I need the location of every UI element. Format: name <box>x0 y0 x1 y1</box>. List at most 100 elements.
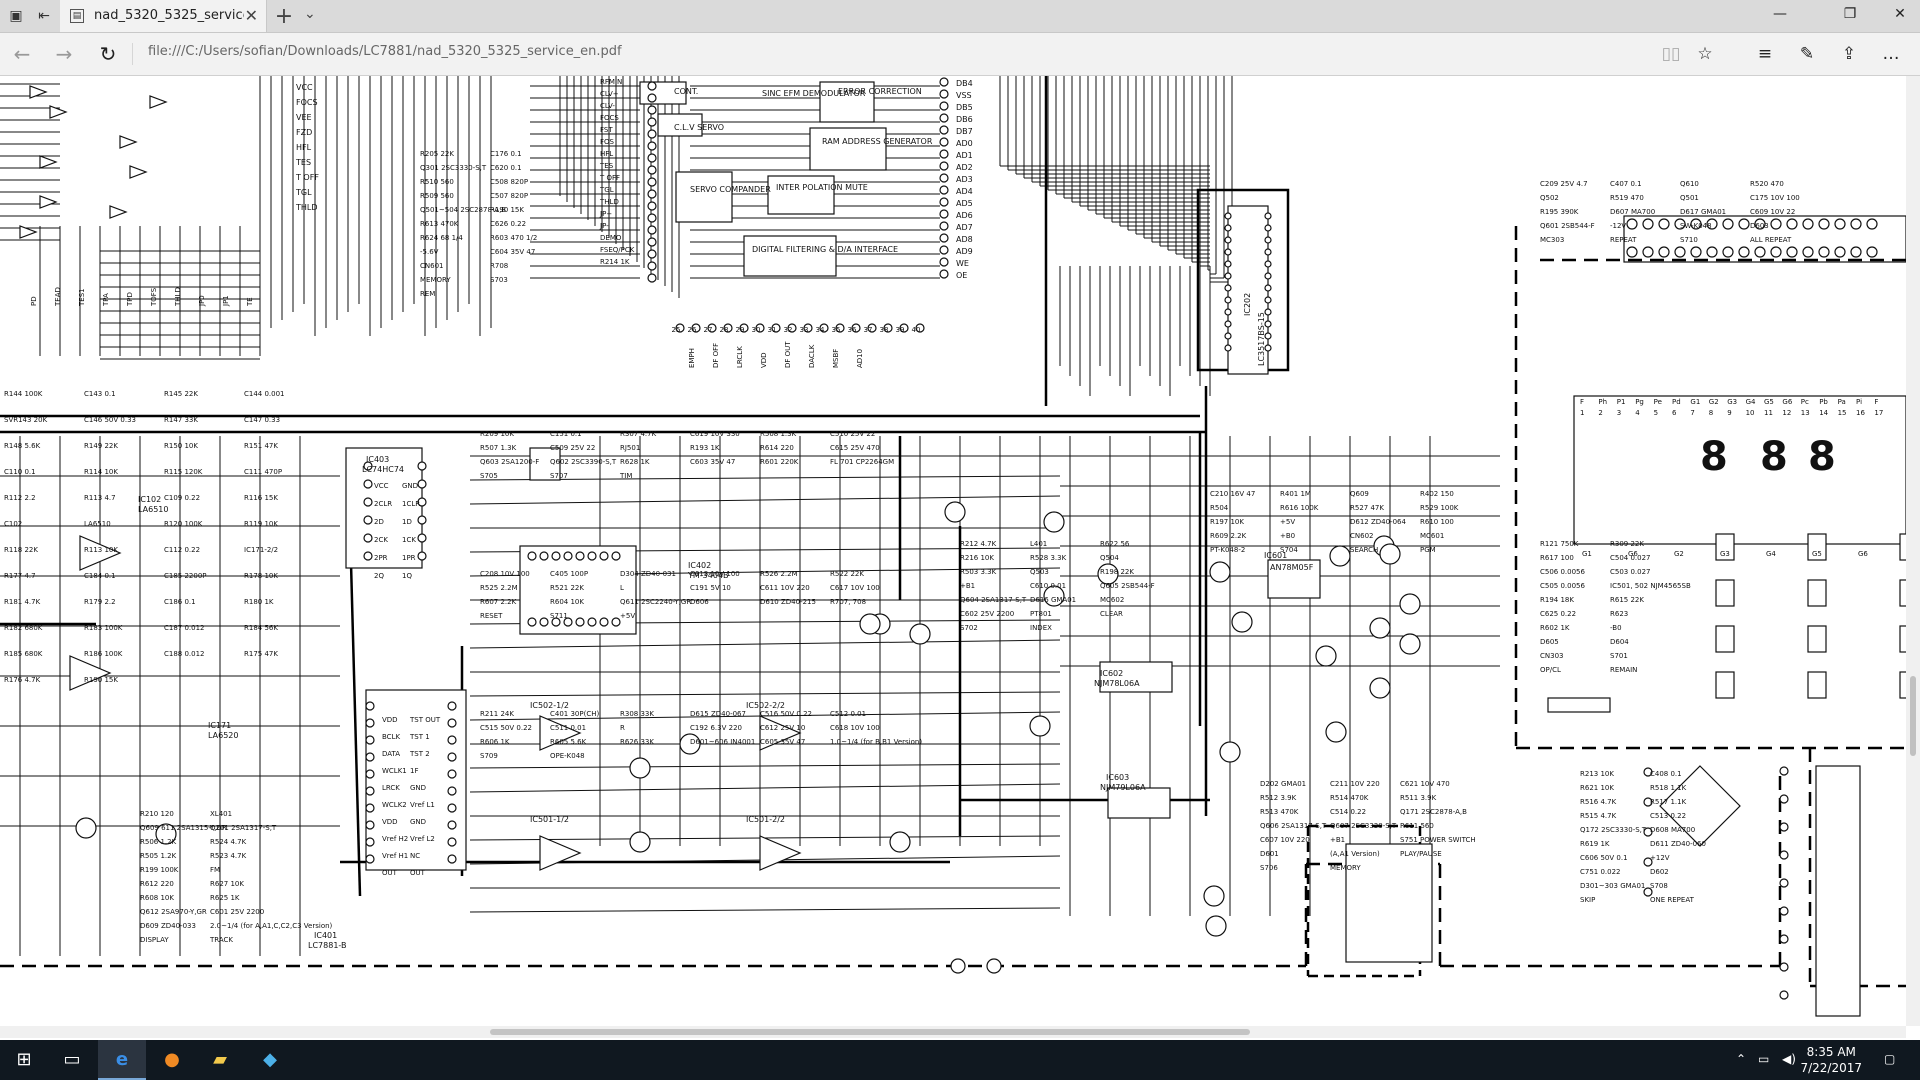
schematic-label: +B1 <box>1330 836 1345 844</box>
schematic-label: 4 <box>1635 409 1640 417</box>
schematic-label: REMAIN <box>1610 666 1637 674</box>
schematic-label: AD5 <box>956 199 973 208</box>
schematic-label: C751 0.022 <box>1580 868 1621 876</box>
schematic-label: R177 4.7 <box>4 572 36 580</box>
schematic-label: DF OFF <box>712 343 720 368</box>
share-icon[interactable]: ⇪ <box>1841 44 1857 64</box>
schematic-label: 2CLR <box>374 500 392 508</box>
schematic-label: Pd <box>1672 398 1681 406</box>
forward-button[interactable]: → <box>55 42 73 66</box>
schematic-label: 1CK <box>402 536 416 544</box>
schematic-label: G6 <box>1858 550 1868 558</box>
web-note-icon[interactable]: ✎ <box>1799 44 1815 64</box>
schematic-label: AD0 <box>956 139 973 148</box>
schematic-label: -5.6V <box>420 248 439 256</box>
schematic-label: R178 10K <box>244 572 278 580</box>
schematic-label: S705 <box>480 472 498 480</box>
schematic-label: TOFS <box>150 287 158 307</box>
schematic-label: R186 100K <box>84 650 123 658</box>
more-icon[interactable]: … <box>1882 44 1900 64</box>
schematic-label: REPEAT <box>1610 236 1637 244</box>
schematic-label: WCLK1 <box>382 767 407 775</box>
set-tabs-aside-icon[interactable]: ⇤ <box>38 8 50 24</box>
schematic-label: C613 10V 100 <box>690 570 740 578</box>
windows-taskbar: ⊞ ▭ e ● ▰ ◆ ⌃ ▭ ◀) 8:35 AM 7/22/2017 ▢ <box>0 1040 1920 1080</box>
schematic-label: 1Q <box>402 572 412 580</box>
taskbar-clock[interactable]: 8:35 AM 7/22/2017 <box>1800 1044 1862 1076</box>
action-center-icon[interactable]: ▢ <box>1884 1052 1896 1066</box>
start-button[interactable]: ⊞ <box>16 1049 32 1070</box>
schematic-label: Q603 2SA1200-F <box>480 458 539 466</box>
schematic-label: Vref L1 <box>410 801 435 809</box>
schematic-label: JP0 <box>198 295 206 307</box>
schematic-label: C505 0.0056 <box>1540 582 1586 590</box>
file-explorer-taskbar-icon[interactable]: ▰ <box>213 1049 227 1070</box>
schematic-label: 8 <box>1760 434 1788 480</box>
schematic-label: R149 22K <box>84 442 118 450</box>
schematic-label: D601~606 IN4001 <box>690 738 755 746</box>
schematic-label: C516 50V 0.22 <box>760 710 812 718</box>
schematic-label: R527 47K <box>1350 504 1384 512</box>
schematic-label: 33 <box>800 326 809 334</box>
schematic-label: IC501-2/2 <box>746 815 785 824</box>
task-view-button[interactable]: ▭ <box>63 1049 81 1070</box>
schematic-label: Q604 2SA1317-S,T <box>960 596 1027 604</box>
horizontal-scrollbar[interactable] <box>0 1026 1906 1038</box>
schematic-label: DB5 <box>956 103 973 112</box>
firefox-taskbar-icon[interactable]: ● <box>164 1049 180 1070</box>
schematic-label: S701 <box>1610 652 1628 660</box>
schematic-label: R517 1.1K <box>1650 798 1687 806</box>
tab-list-chevron-icon[interactable]: ⌄ <box>304 6 316 22</box>
close-tab-button[interactable]: ✕ <box>244 6 258 25</box>
schematic-label: LA6510 <box>84 520 111 528</box>
app-taskbar-icon[interactable]: ◆ <box>263 1049 277 1070</box>
schematic-label: GND <box>402 482 418 490</box>
schematic-label: 25 <box>672 326 681 334</box>
schematic-label: R524 4.7K <box>210 838 247 846</box>
tab-pdf[interactable]: ▤ nad_5320_5325_service_ ✕ <box>60 0 267 32</box>
reading-view-icon[interactable]: ▯▯ <box>1661 44 1681 64</box>
schematic-label: C208 10V 100 <box>480 570 530 578</box>
schematic-label: CLV- <box>600 102 615 110</box>
schematic-label: S706 <box>1260 864 1278 872</box>
schematic-label: G4 <box>1766 550 1776 558</box>
schematic-label: R505 1.2K <box>140 852 177 860</box>
schematic-label: Q301 2SC3330-S,T <box>420 164 487 172</box>
minimize-button[interactable]: — <box>1773 6 1787 22</box>
tab-actions-icon[interactable]: ▣ <box>9 8 23 24</box>
volume-icon[interactable]: ◀) <box>1782 1052 1796 1066</box>
schematic-label: D301~303 GMA01 <box>1580 882 1645 890</box>
schematic-label: DIGITAL FILTERING & D/A INTERFACE <box>752 245 898 254</box>
schematic-label: C607 10V 220 <box>1260 836 1310 844</box>
schematic-label: HFL <box>600 150 613 158</box>
schematic-label: R622 56 <box>1100 540 1130 548</box>
refresh-button[interactable]: ↻ <box>99 42 117 66</box>
schematic-label: R522 22K <box>830 570 864 578</box>
network-icon[interactable]: ▭ <box>1758 1052 1770 1066</box>
schematic-label: C605 35V 47 <box>760 738 805 746</box>
schematic-label: CLEAR <box>1100 610 1123 618</box>
show-hidden-icons[interactable]: ⌃ <box>1736 1052 1747 1066</box>
horizontal-scroll-thumb[interactable] <box>490 1029 1250 1035</box>
restore-button[interactable]: ❐ <box>1843 6 1857 22</box>
schematic-label: +5V <box>620 612 635 620</box>
address-bar[interactable]: file:///C:/Users/sofian/Downloads/LC7881… <box>148 44 622 59</box>
schematic-label: R115 120K <box>164 468 203 476</box>
new-tab-button[interactable]: + <box>274 4 294 29</box>
vertical-scrollbar[interactable] <box>1906 76 1920 1026</box>
schematic-label: FSEQ/PCK <box>600 246 635 254</box>
schematic-label: AN78M05F <box>1270 563 1314 572</box>
schematic-label: AD4 <box>956 187 973 196</box>
schematic-label: Q171 2SC2878-A,B <box>1400 808 1467 816</box>
schematic-label: 6 <box>1672 409 1677 417</box>
close-window-button[interactable]: ✕ <box>1894 6 1906 22</box>
schematic-label: MEMORY <box>420 276 451 284</box>
schematic-label: C176 0.1 <box>490 150 522 158</box>
edge-taskbar-icon[interactable]: e <box>98 1040 146 1080</box>
vertical-scroll-thumb[interactable] <box>1910 676 1916 756</box>
back-button[interactable]: ← <box>13 42 31 66</box>
schematic-label: F <box>1580 398 1584 406</box>
favorite-star-icon[interactable]: ☆ <box>1697 44 1713 64</box>
hub-icon[interactable]: ≡ <box>1757 44 1773 64</box>
